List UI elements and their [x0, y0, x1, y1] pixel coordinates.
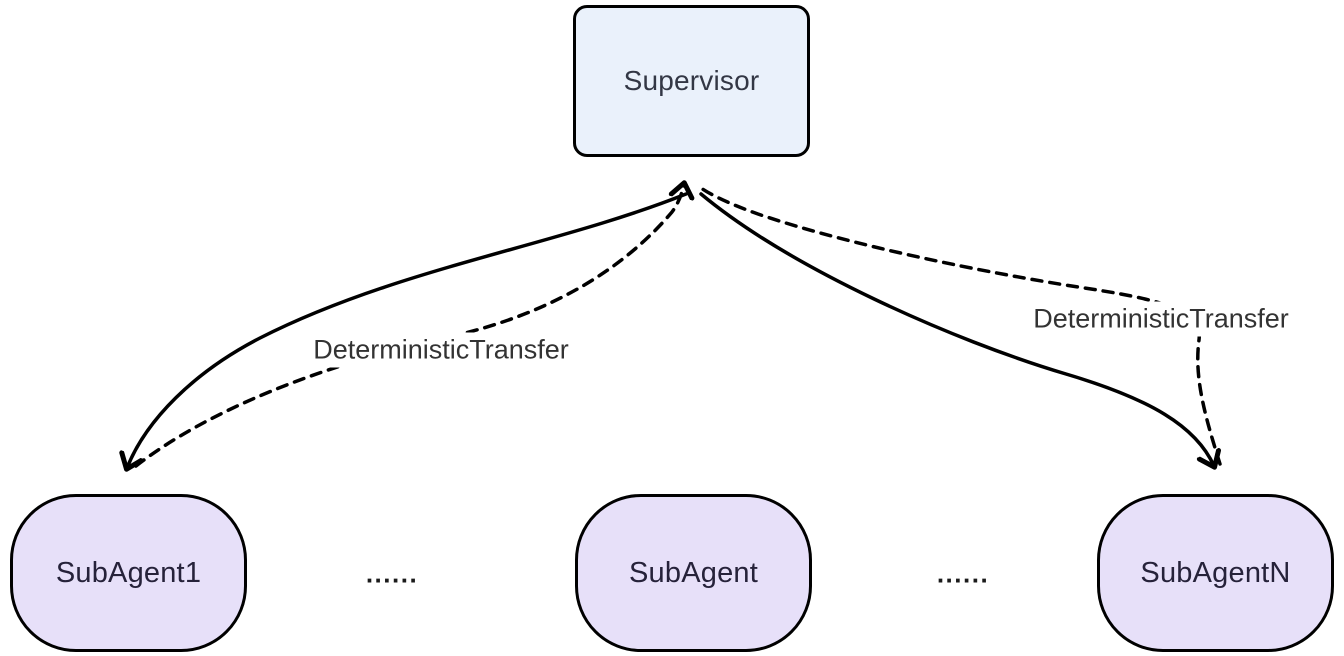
- edge-label-deterministic-transfer-left: DeterministicTransfer: [305, 332, 577, 368]
- solid-edge-supervisor-to-subagentn: [699, 192, 1214, 466]
- subagentn-node: SubAgentN: [1097, 494, 1334, 652]
- subagentn-node-label: SubAgentN: [1140, 556, 1291, 589]
- ellipsis-right: ......: [936, 558, 990, 589]
- subagent-node: SubAgent: [575, 494, 812, 652]
- subagent1-node-label: SubAgent1: [55, 556, 202, 589]
- supervisor-node: Supervisor: [573, 5, 810, 157]
- solid-edge-supervisor-to-subagent1: [127, 192, 688, 468]
- edge-label-deterministic-transfer-right: DeterministicTransfer: [1025, 301, 1297, 337]
- dashed-edge-subagent1-to-supervisor: [134, 184, 684, 468]
- dashed-edge-subagentn-to-supervisor: [695, 183, 1222, 466]
- subagent1-node: SubAgent1: [10, 494, 247, 652]
- supervisor-node-label: Supervisor: [623, 65, 760, 96]
- subagent-node-label: SubAgent: [629, 556, 758, 589]
- ellipsis-left: ......: [365, 558, 419, 589]
